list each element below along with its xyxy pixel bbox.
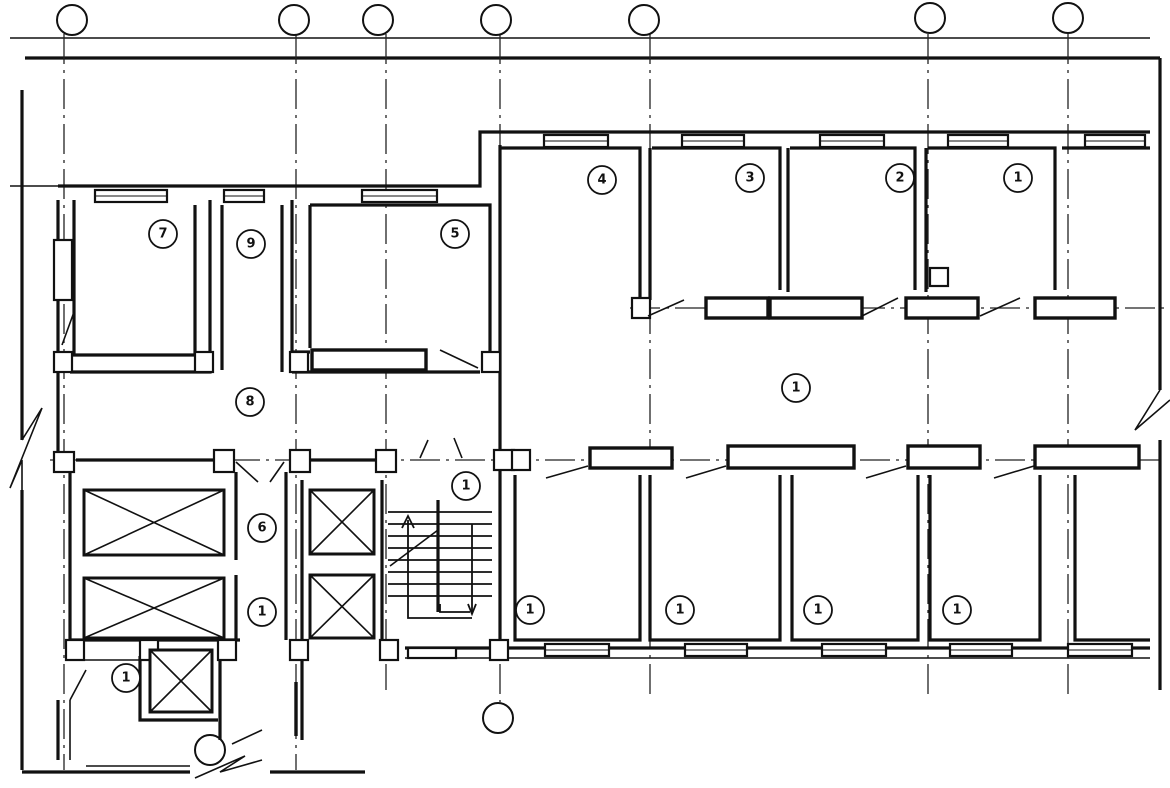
corridor-partitions	[310, 296, 1141, 470]
room-tag: 1	[515, 595, 545, 625]
interior-walls-left	[68, 200, 492, 740]
room-tag: 1	[781, 373, 811, 403]
room-tag-label: 1	[461, 479, 470, 494]
room-tag-circle	[942, 595, 972, 625]
axis-bubbles	[56, 2, 1084, 766]
room-tag-label: 2	[895, 171, 904, 186]
door-swings	[61, 297, 1035, 745]
room-tag: 7	[148, 219, 178, 249]
room-tag-label: 1	[952, 603, 961, 618]
room-tag: 1	[451, 471, 481, 501]
room-tag: 5	[440, 219, 470, 249]
room-tag-circle	[451, 471, 481, 501]
room-tag-label: 4	[597, 173, 606, 188]
elevator-large-1	[82, 488, 226, 557]
room-tag: 3	[735, 163, 765, 193]
room-tag: 1	[1003, 163, 1033, 193]
room-tag: 9	[236, 229, 266, 259]
room-tag: 1	[111, 663, 141, 693]
room-tag-label: 1	[791, 381, 800, 396]
room-tag-circle	[665, 595, 695, 625]
room-tag-circle	[236, 229, 266, 259]
room-tag-circle	[148, 219, 178, 249]
room-tag-label: 1	[1013, 171, 1022, 186]
room-tag-circle	[247, 513, 277, 543]
top-boundary-lines	[10, 37, 1160, 187]
elevator-service	[148, 648, 214, 714]
structural-columns	[52, 266, 950, 662]
room-tag-label: 1	[675, 603, 684, 618]
room-tag-label: 5	[450, 227, 459, 242]
room-tag: 1	[803, 595, 833, 625]
room-tag: 6	[247, 513, 277, 543]
room-tag-circle	[803, 595, 833, 625]
room-tag-circle	[587, 165, 617, 195]
room-tag-label: 8	[245, 395, 254, 410]
staircase	[388, 500, 492, 619]
room-tag: 1	[247, 597, 277, 627]
exterior-walls	[9, 58, 1170, 779]
room-tag-label: 3	[745, 171, 754, 186]
room-tag-label: 1	[257, 605, 266, 620]
room-tag: 4	[587, 165, 617, 195]
windows	[52, 133, 1147, 660]
room-tag-circle	[440, 219, 470, 249]
elevator-shafts	[82, 488, 376, 714]
room-tag-circle	[235, 387, 265, 417]
room-tag: 1	[942, 595, 972, 625]
room-tag-label: 6	[257, 521, 266, 536]
room-tag-circle	[885, 163, 915, 193]
elevator-small-1	[308, 488, 376, 556]
room-tag-label: 7	[158, 227, 167, 242]
interior-walls-right	[498, 145, 1150, 650]
elevator-large-2	[82, 576, 226, 640]
room-tag: 2	[885, 163, 915, 193]
room-tag-circle	[111, 663, 141, 693]
room-tag-circle	[735, 163, 765, 193]
room-tag-label: 1	[121, 671, 130, 686]
room-tag-circle	[781, 373, 811, 403]
room-tag-label: 9	[246, 237, 255, 252]
room-tag: 1	[665, 595, 695, 625]
room-tag-circle	[247, 597, 277, 627]
room-tag-label: 1	[525, 603, 534, 618]
room-tag: 8	[235, 387, 265, 417]
room-tag-label: 1	[813, 603, 822, 618]
room-tag-circle	[515, 595, 545, 625]
room-tag-circle	[1003, 163, 1033, 193]
elevator-small-2	[308, 573, 376, 640]
